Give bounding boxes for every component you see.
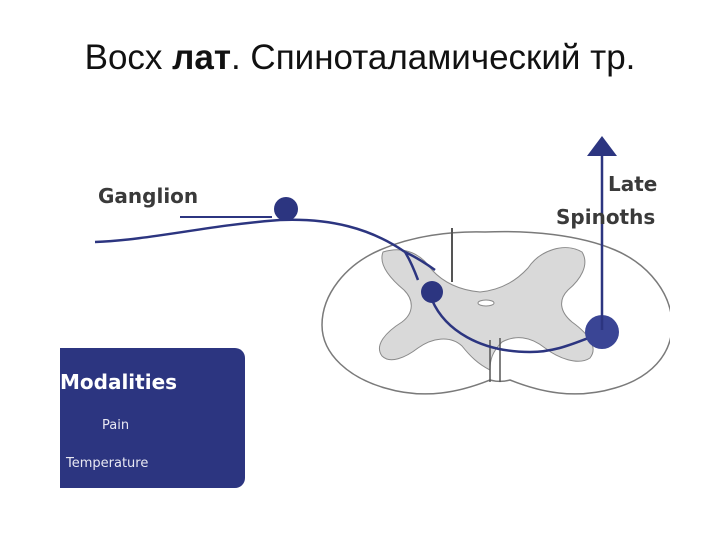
ascending-arrowhead: [587, 136, 617, 156]
ganglion-label: Ganglion: [98, 184, 199, 208]
modalities-title: Modalities: [60, 370, 178, 394]
dorsal-horn-neuron: [421, 281, 443, 303]
title-suffix: . Спиноталамический тр.: [230, 38, 636, 77]
diagram-drawing: [94, 136, 670, 395]
afferent-fiber: [94, 218, 406, 254]
modality-item: Pain: [102, 418, 130, 433]
spinothalamic-diagram: Ganglion Late Spinoths Modalities Pain T…: [60, 130, 670, 490]
tract-label-line1: Late: [608, 172, 658, 196]
modality-item: Temperature: [66, 456, 149, 471]
lateral-tract-bundle: [585, 315, 619, 349]
gray-matter: [379, 247, 594, 371]
ganglion-cell: [274, 197, 298, 221]
modalities-panel: Modalities Pain Temperature: [60, 348, 245, 488]
central-canal: [477, 299, 495, 307]
tract-label-line2: Spinoths: [556, 205, 656, 229]
title-prefix: Восх: [84, 38, 173, 77]
decussating-fiber: [430, 299, 601, 354]
title-bold: лат: [172, 38, 231, 77]
slide-title: Восх лат. Спиноталамический тр.: [0, 38, 720, 78]
synapse-branch-2: [404, 250, 436, 272]
synapse-branch-1: [403, 251, 420, 281]
